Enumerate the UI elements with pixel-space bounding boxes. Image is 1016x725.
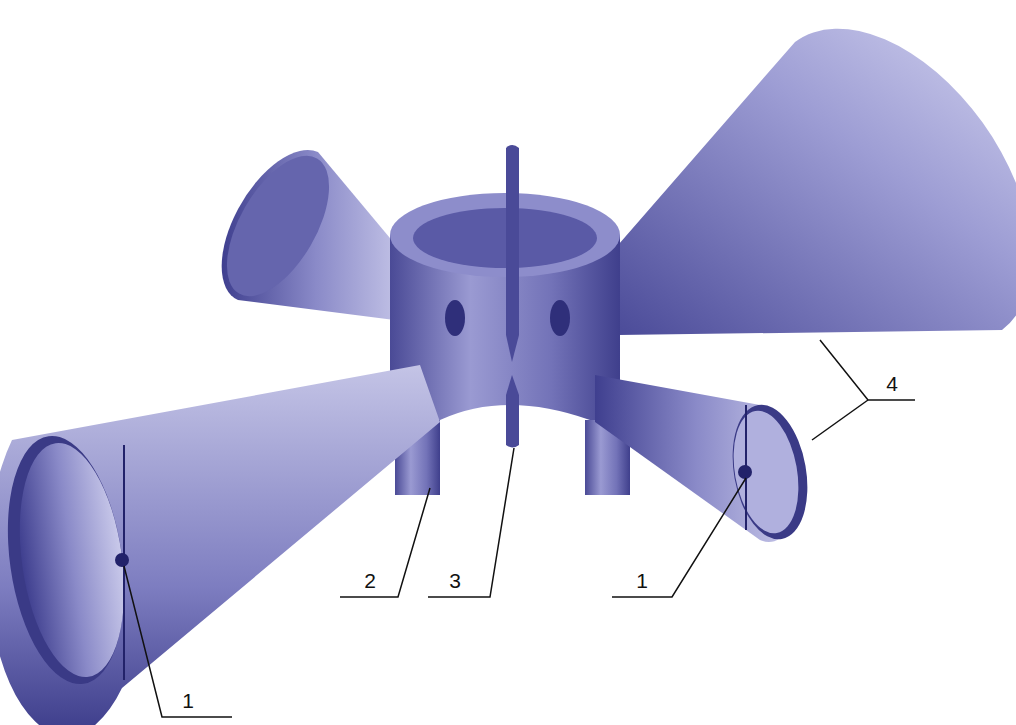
- port-hole: [445, 300, 465, 336]
- callout-number: 1: [182, 690, 194, 711]
- horn-inner: [725, 406, 808, 539]
- electrode: [506, 145, 519, 362]
- port-hole: [550, 300, 570, 336]
- callout-number: 3: [449, 570, 461, 591]
- cylinder-top: [390, 193, 620, 277]
- callout-number: 4: [886, 373, 898, 394]
- horn-mouth: [206, 139, 350, 312]
- horn-inner: [6, 436, 138, 684]
- antenna-dot: [738, 465, 752, 479]
- antenna-dot: [115, 553, 129, 567]
- callout-number: 1: [636, 570, 648, 591]
- horn-antenna: [612, 29, 1016, 335]
- horn-mouth: [723, 399, 818, 545]
- cylinder-inner: [413, 208, 597, 268]
- horn-antenna: [0, 365, 440, 725]
- horn-mouth: [0, 428, 139, 691]
- electrode: [506, 375, 519, 448]
- callout-number: 2: [364, 570, 376, 591]
